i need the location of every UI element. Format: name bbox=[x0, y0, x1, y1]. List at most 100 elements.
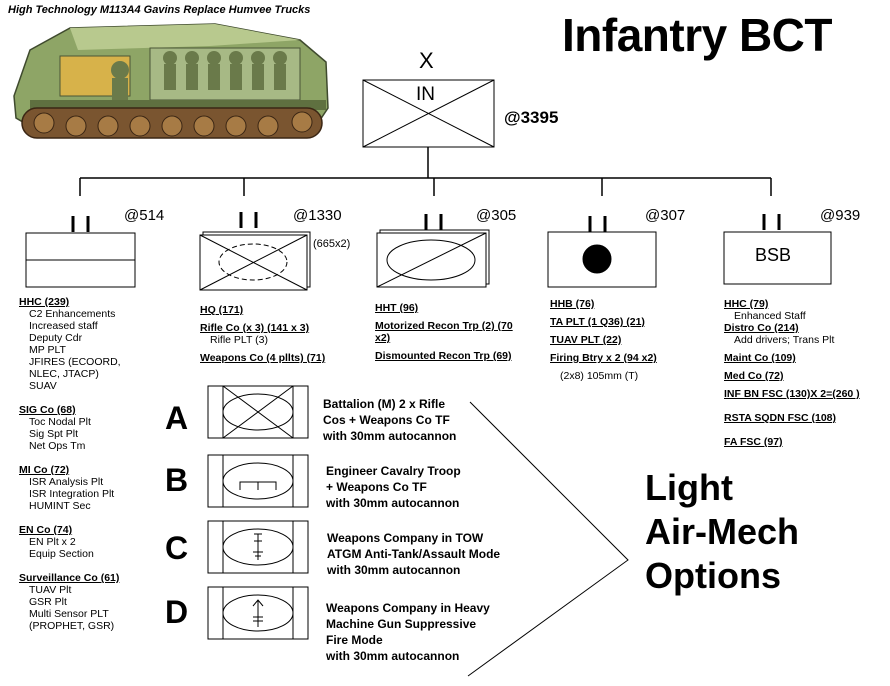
option-d-symbol bbox=[207, 586, 309, 640]
unit-detail: JFIRES (ECOORD, bbox=[29, 356, 121, 368]
option-description-line: + Weapons Co TF bbox=[326, 480, 427, 494]
option-description-line: Fire Mode bbox=[326, 633, 383, 647]
unit-detail: Deputy Cdr bbox=[29, 332, 83, 344]
unit-heading: TA PLT (1 Q36) (21) bbox=[550, 316, 645, 328]
options-title-line-2: Air-Mech bbox=[645, 511, 800, 552]
unit-detail: GSR Plt bbox=[29, 596, 67, 608]
option-b-symbol bbox=[207, 454, 309, 508]
unit-detail: MP PLT bbox=[29, 344, 66, 356]
options-chevron bbox=[467, 401, 629, 677]
option-description-line: with 30mm autocannon bbox=[326, 649, 460, 663]
bsb-unit-symbol bbox=[723, 231, 832, 285]
spacer bbox=[724, 400, 884, 412]
unit-detail: TUAV Plt bbox=[29, 584, 72, 596]
unit-heading: HHC (239) bbox=[19, 296, 70, 308]
brigade-echelon-label: X bbox=[419, 48, 434, 73]
spacer bbox=[19, 560, 179, 572]
unit-detail: Enhanced Staff bbox=[734, 310, 806, 322]
option-d-letter: D bbox=[165, 594, 189, 630]
unit-heading: x2) bbox=[375, 332, 391, 344]
unit-detail: Multi Sensor PLT bbox=[29, 608, 109, 620]
option-c-description: Weapons Company in TOW ATGM Anti-Tank/Ass… bbox=[327, 530, 500, 578]
unit-detail: HUMINT Sec bbox=[29, 500, 91, 512]
hhc-unit-symbol bbox=[25, 232, 136, 288]
unit-detail: Rifle PLT (3) bbox=[210, 334, 268, 346]
infantry-column: HQ (171)Rifle Co (x 3) (141 x 3)Rifle PL… bbox=[200, 304, 370, 364]
recon-squadron-symbol bbox=[376, 229, 490, 288]
recon-strength: @305 bbox=[476, 207, 517, 224]
brigade-branch-label: IN bbox=[416, 84, 435, 105]
spacer bbox=[19, 392, 179, 404]
fa-strength: @307 bbox=[645, 207, 686, 224]
unit-heading: Rifle Co (x 3) (141 x 3) bbox=[200, 322, 310, 334]
battalion-echelon-marks bbox=[71, 212, 781, 232]
unit-heading: Firing Btry x 2 (94 x2) bbox=[550, 352, 657, 364]
unit-detail: Equip Section bbox=[29, 548, 94, 560]
org-connectors bbox=[79, 147, 772, 196]
vehicle-caption: High Technology M113A4 Gavins Replace Hu… bbox=[8, 4, 311, 16]
brigade-strength: @3395 bbox=[504, 108, 559, 127]
field-artillery-symbol bbox=[547, 231, 657, 288]
unit-detail: Net Ops Tm bbox=[29, 440, 86, 452]
option-description-line: Weapons Company in TOW bbox=[327, 531, 484, 545]
unit-detail: Add drivers; Trans Plt bbox=[734, 334, 835, 346]
unit-detail: C2 Enhancements bbox=[29, 308, 116, 320]
option-description-line: Weapons Company in Heavy bbox=[326, 601, 490, 615]
unit-heading: HHT (96) bbox=[375, 302, 419, 314]
m113-vehicle-illustration bbox=[13, 23, 329, 139]
unit-heading: Weapons Co (4 pllts) (71) bbox=[200, 352, 326, 364]
unit-detail: ISR Integration Plt bbox=[29, 488, 115, 500]
option-description-line: with 30mm autocannon bbox=[326, 496, 460, 510]
infantry-battalion-symbol bbox=[199, 231, 311, 291]
unit-heading: Surveillance Co (61) bbox=[19, 572, 120, 584]
option-description-line: Battalion (M) 2 x Rifle bbox=[323, 397, 446, 411]
unit-heading: Dismounted Recon Trp (69) bbox=[375, 350, 512, 362]
unit-heading: HHC (79) bbox=[724, 298, 769, 310]
options-title-line-3: Options bbox=[645, 555, 781, 596]
unit-heading: TUAV PLT (22) bbox=[550, 334, 622, 346]
unit-detail: (PROPHET, GSR) bbox=[29, 620, 115, 632]
option-description-line: with 30mm autocannon bbox=[327, 563, 461, 577]
unit-detail: ISR Analysis Plt bbox=[29, 476, 104, 488]
unit-detail: NLEC, JTACP) bbox=[29, 368, 99, 380]
unit-detail: Increased staff bbox=[29, 320, 98, 332]
unit-heading: Distro Co (214) bbox=[724, 322, 799, 334]
option-description-line: ATGM Anti-Tank/Assault Mode bbox=[327, 547, 501, 561]
bsb-strength: @939 bbox=[820, 207, 861, 224]
hhc-strength: @514 bbox=[124, 207, 165, 224]
page-title: Infantry BCT bbox=[562, 9, 833, 61]
spacer bbox=[724, 424, 884, 436]
infantry-strength: @1330 bbox=[293, 207, 342, 224]
unit-detail: (2x8) 105mm (T) bbox=[560, 370, 639, 382]
unit-heading: FA FSC (97) bbox=[724, 436, 783, 448]
option-description-line: Machine Gun Suppressive bbox=[326, 617, 477, 631]
unit-heading: INF BN FSC (130)X 2=(260 ) bbox=[724, 388, 860, 400]
unit-detail: EN Plt x 2 bbox=[29, 536, 76, 548]
option-c-letter: C bbox=[165, 530, 189, 566]
unit-heading: MI Co (72) bbox=[19, 464, 70, 476]
option-description-line: with 30mm autocannon bbox=[323, 429, 457, 443]
option-b-letter: B bbox=[165, 462, 189, 498]
options-title-line-1: Light bbox=[645, 467, 733, 508]
spacer bbox=[19, 452, 179, 464]
unit-detail: Toc Nodal Plt bbox=[29, 416, 91, 428]
options-title: Light Air-Mech Options bbox=[645, 466, 799, 598]
unit-heading: Maint Co (109) bbox=[724, 352, 796, 364]
infantry-note: (665x2) bbox=[313, 238, 351, 250]
option-a-symbol bbox=[207, 385, 309, 439]
unit-heading: SIG Co (68) bbox=[19, 404, 76, 416]
unit-heading: Motorized Recon Trp (2) (70 bbox=[375, 320, 513, 332]
unit-detail: Sig Spt Plt bbox=[29, 428, 79, 440]
unit-heading: Med Co (72) bbox=[724, 370, 784, 382]
unit-detail: SUAV bbox=[29, 380, 57, 392]
option-description-line: Engineer Cavalry Troop bbox=[326, 464, 461, 478]
bsb-label: BSB bbox=[755, 245, 792, 265]
option-description-line: Cos + Weapons Co TF bbox=[323, 413, 450, 427]
option-c-symbol bbox=[207, 520, 309, 574]
spacer bbox=[19, 512, 179, 524]
